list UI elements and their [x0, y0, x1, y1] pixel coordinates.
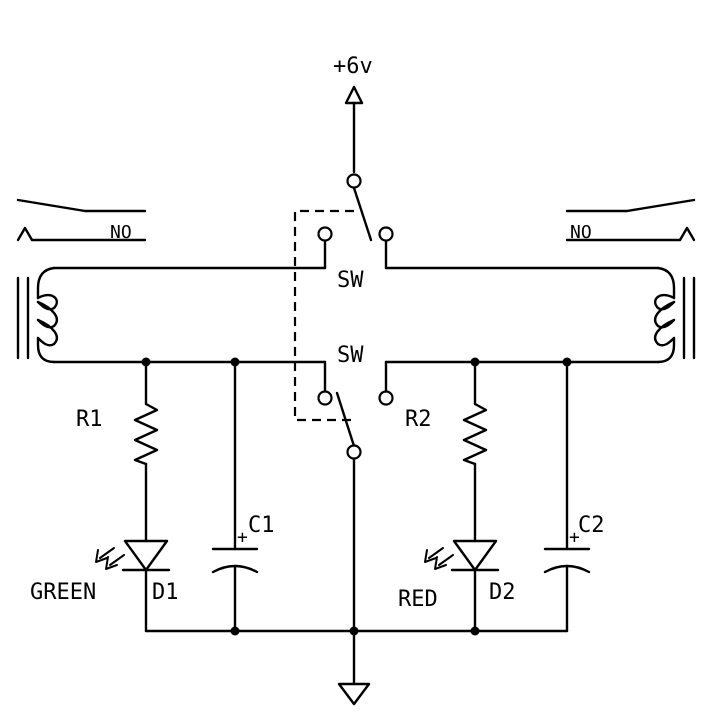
- c1-label: C1: [248, 513, 275, 538]
- right-relay-contact: NO: [565, 198, 696, 243]
- red-label: RED: [398, 587, 438, 612]
- led-d1: [95, 539, 171, 572]
- d2-label: D2: [489, 580, 516, 605]
- switch-bottom-common-terminal: [346, 444, 362, 460]
- supply-terminal: +6v: [333, 54, 373, 174]
- resistor-r2: [462, 402, 488, 466]
- c2-label: C2: [578, 513, 605, 538]
- right-branch: R2 RED D2 + C2: [398, 360, 605, 633]
- led-d2: [424, 539, 500, 572]
- left-contact-label: NO: [110, 222, 132, 243]
- switch-top-common-terminal: [346, 173, 362, 189]
- svg-text:+: +: [569, 527, 580, 548]
- right-relay-coil: [653, 266, 696, 364]
- resistor-r1: [133, 402, 159, 466]
- ground-symbol: [337, 682, 371, 706]
- dpdt-switch: SW SW: [293, 173, 394, 460]
- right-contact-label: NO: [570, 222, 592, 243]
- left-branch: R1 GREEN D1 + C1: [30, 360, 275, 633]
- switch-bottom-right-terminal: [378, 390, 394, 406]
- switch-bottom-left-terminal: [317, 390, 333, 406]
- left-relay-coil: [16, 266, 59, 364]
- coil-wiring: [52, 238, 660, 392]
- switch-top-left-terminal: [317, 226, 333, 242]
- switch-bottom-label: SW: [337, 343, 364, 368]
- r1-label: R1: [76, 407, 103, 432]
- green-label: GREEN: [30, 580, 96, 605]
- switch-top-right-terminal: [378, 226, 394, 242]
- d1-label: D1: [152, 580, 179, 605]
- switch-top-label: SW: [337, 268, 364, 293]
- r2-label: R2: [405, 407, 432, 432]
- svg-text:+: +: [237, 527, 248, 548]
- supply-label: +6v: [333, 54, 373, 79]
- left-relay-contact: NO: [16, 198, 147, 243]
- junction-dots: [141, 357, 572, 636]
